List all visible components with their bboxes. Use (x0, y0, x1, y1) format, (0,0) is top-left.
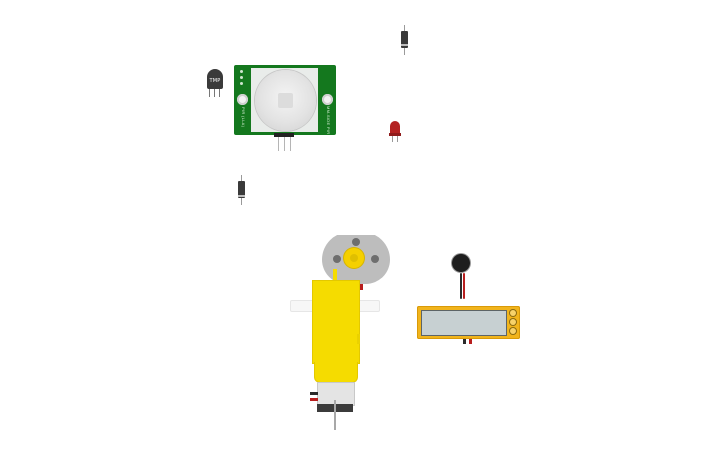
lens-facet (278, 93, 293, 108)
pin-header (274, 133, 294, 137)
lcd-pin-pad[interactable] (510, 319, 516, 325)
lcd-pin-pad[interactable] (510, 310, 516, 316)
pir-side-text-left: PIR (LLA) (241, 107, 246, 128)
diode-band (238, 195, 245, 197)
diode-band (401, 44, 408, 46)
pir-pin[interactable] (284, 137, 285, 151)
delay-potentiometer[interactable] (322, 94, 333, 105)
diode-left[interactable] (238, 175, 246, 205)
mount-hole (371, 255, 379, 263)
pir-motion-sensor[interactable]: PIR (LLA) MM-SIDE PIR (234, 65, 336, 151)
mount-hole (352, 238, 360, 246)
lcd-pin[interactable] (469, 339, 472, 344)
lcd-pin[interactable] (463, 339, 466, 344)
led-lens (390, 121, 400, 135)
pir-pin[interactable] (290, 137, 291, 151)
diode-top[interactable] (401, 25, 409, 55)
pir-pin[interactable] (278, 137, 279, 151)
mount-hole (333, 255, 341, 263)
motor-terminal-black[interactable] (310, 392, 318, 395)
sensor-body (207, 69, 223, 89)
sensor-leg (214, 89, 215, 97)
sensor-leg (209, 89, 210, 97)
led-leg (392, 136, 393, 142)
vibration-motor[interactable] (452, 254, 474, 346)
pin-mark (240, 76, 243, 79)
pir-side-text-right: MM-SIDE PIR (326, 106, 331, 135)
tmp-temperature-sensor[interactable]: TMP (206, 69, 224, 97)
sensor-leg (219, 89, 220, 97)
red-led[interactable] (389, 121, 401, 143)
gearbox-body (312, 280, 360, 364)
motor-terminal-red[interactable] (310, 398, 318, 401)
gearbox-tab (333, 269, 337, 281)
lcd-display-module[interactable] (417, 306, 520, 344)
lcd-screen (421, 310, 507, 336)
hobby-gearmotor[interactable] (290, 232, 390, 432)
vibration-disc (452, 254, 470, 272)
sensor-label: TMP (209, 78, 221, 84)
gearbox-notch (357, 334, 360, 344)
lcd-pin-pad[interactable] (510, 328, 516, 334)
gearbox-base (314, 362, 358, 383)
vibration-wire-black (460, 273, 462, 299)
pin-mark (240, 82, 243, 85)
vibration-wire-red (463, 273, 465, 299)
pin-mark (240, 70, 243, 73)
gear-icon (346, 250, 362, 266)
diode-body (238, 181, 245, 198)
motor-shaft (334, 400, 336, 430)
fresnel-lens-dome (255, 70, 316, 131)
led-rim (389, 133, 401, 136)
motor-wire-tip (360, 284, 363, 290)
motor-can (317, 382, 355, 406)
sensitivity-potentiometer[interactable] (237, 94, 248, 105)
led-leg (397, 136, 398, 142)
diode-body (401, 31, 408, 48)
